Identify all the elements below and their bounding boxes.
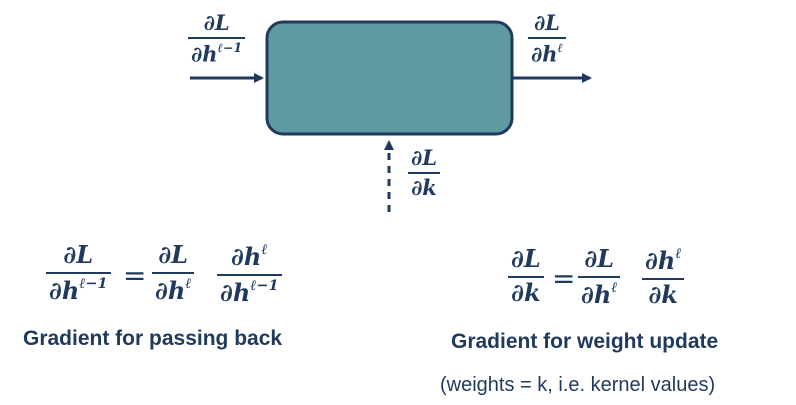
- fraction-bar: [46, 272, 111, 274]
- eq1-lhs: ∂L ∂hℓ−1: [46, 243, 111, 303]
- fraction-bar: [217, 273, 282, 276]
- eq2-equals: =: [552, 262, 576, 295]
- eq2-lhs: ∂L ∂k: [508, 247, 544, 305]
- output-grad-denominator: ∂hℓ: [531, 40, 563, 67]
- kernel-grad-denominator: ∂k: [411, 175, 437, 200]
- input-gradient-label: ∂L ∂hℓ−1: [188, 10, 246, 67]
- eq2-term2: ∂hℓ ∂k: [642, 246, 685, 307]
- fraction-bar: [642, 277, 685, 280]
- fraction-bar: [188, 37, 246, 39]
- kernel-grad-numerator: ∂L: [411, 145, 437, 170]
- fraction-bar: [528, 37, 566, 39]
- eq2-term1: ∂L ∂hℓ: [578, 247, 621, 307]
- fraction-bar: [408, 172, 440, 174]
- caption-weights-note: (weights = k, i.e. kernel values): [440, 374, 716, 396]
- output-grad-numerator: ∂L: [533, 10, 560, 35]
- input-grad-denominator: ∂hℓ−1: [191, 40, 243, 67]
- caption-passing-back: Gradient for passing back: [23, 327, 283, 350]
- fraction-bar: [152, 272, 195, 274]
- layer-box: [265, 20, 514, 136]
- fraction-bar: [578, 276, 621, 278]
- output-gradient-label: ∂L ∂hℓ: [528, 12, 566, 64]
- caption-weight-update: Gradient for weight update: [451, 330, 719, 353]
- input-grad-numerator: ∂L: [203, 10, 230, 35]
- eq1-term2: ∂hℓ ∂hℓ−1: [217, 242, 282, 305]
- fraction-bar: [508, 276, 544, 278]
- eq1-term1: ∂L ∂hℓ: [152, 243, 195, 303]
- eq1-equals: =: [123, 259, 147, 292]
- kernel-gradient-label: ∂L ∂k: [408, 147, 440, 198]
